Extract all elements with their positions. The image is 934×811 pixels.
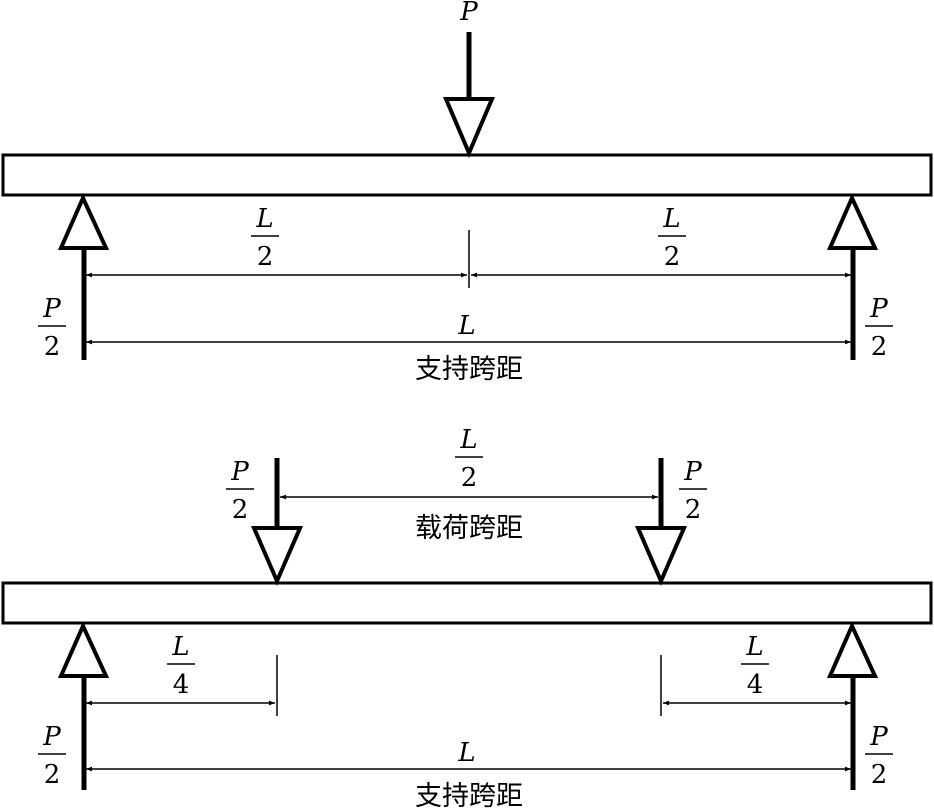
four-point-bending-diagram: L 2 载荷跨距 P 2 P 2	[1, 425, 933, 811]
left-support-arrow-bottom	[57, 621, 110, 790]
svg-text:2: 2	[257, 242, 274, 272]
support-span-caption-bottom: 支持跨距	[415, 781, 523, 811]
svg-text:2: 2	[44, 332, 61, 362]
center-load-arrow	[442, 32, 496, 159]
svg-text:2: 2	[685, 495, 702, 525]
svg-text:P: P	[869, 294, 888, 324]
support-span-caption: 支持跨距	[415, 354, 523, 385]
svg-text:P: P	[230, 457, 249, 487]
svg-text:P: P	[683, 457, 702, 487]
svg-text:P: P	[42, 294, 61, 324]
svg-text:L: L	[255, 204, 273, 234]
right-reaction-label-bottom: P 2	[865, 722, 893, 790]
right-load-label: P 2	[679, 457, 707, 525]
left-load-label: P 2	[226, 457, 254, 525]
three-point-bending-diagram: P L 2 L 2 P	[1, 0, 933, 385]
svg-text:L: L	[171, 632, 189, 662]
svg-text:P: P	[869, 722, 888, 752]
svg-text:2: 2	[232, 495, 249, 525]
right-reaction-label: P 2	[865, 294, 893, 362]
beam-top	[1, 153, 933, 197]
left-support-arrow	[57, 193, 110, 360]
svg-text:4: 4	[747, 670, 764, 700]
svg-text:2: 2	[871, 760, 888, 790]
right-support-arrow-bottom	[826, 621, 879, 790]
right-support-arrow	[826, 193, 879, 360]
left-half-span-label: L 2	[251, 204, 279, 272]
svg-text:2: 2	[44, 760, 61, 790]
right-load-arrow	[634, 458, 688, 587]
svg-text:2: 2	[871, 332, 888, 362]
support-span-label-bottom: L	[457, 738, 475, 768]
left-reaction-label-bottom: P 2	[38, 722, 66, 790]
support-span-label: L	[457, 311, 475, 341]
left-quarter-span-label: L 4	[167, 632, 195, 700]
right-half-span-label: L 2	[658, 204, 686, 272]
load-span-label: L 2	[455, 425, 483, 493]
svg-text:L: L	[459, 425, 477, 455]
svg-text:L: L	[662, 204, 680, 234]
svg-text:L: L	[745, 632, 763, 662]
load-span-caption: 载荷跨距	[415, 513, 523, 544]
svg-text:P: P	[42, 722, 61, 752]
beam-bottom	[1, 581, 933, 625]
left-load-arrow	[250, 458, 304, 587]
svg-text:4: 4	[173, 670, 190, 700]
svg-text:2: 2	[664, 242, 681, 272]
svg-text:2: 2	[461, 463, 478, 493]
center-load-label: P	[459, 0, 478, 27]
left-reaction-label: P 2	[38, 294, 66, 362]
right-quarter-span-label: L 4	[741, 632, 769, 700]
